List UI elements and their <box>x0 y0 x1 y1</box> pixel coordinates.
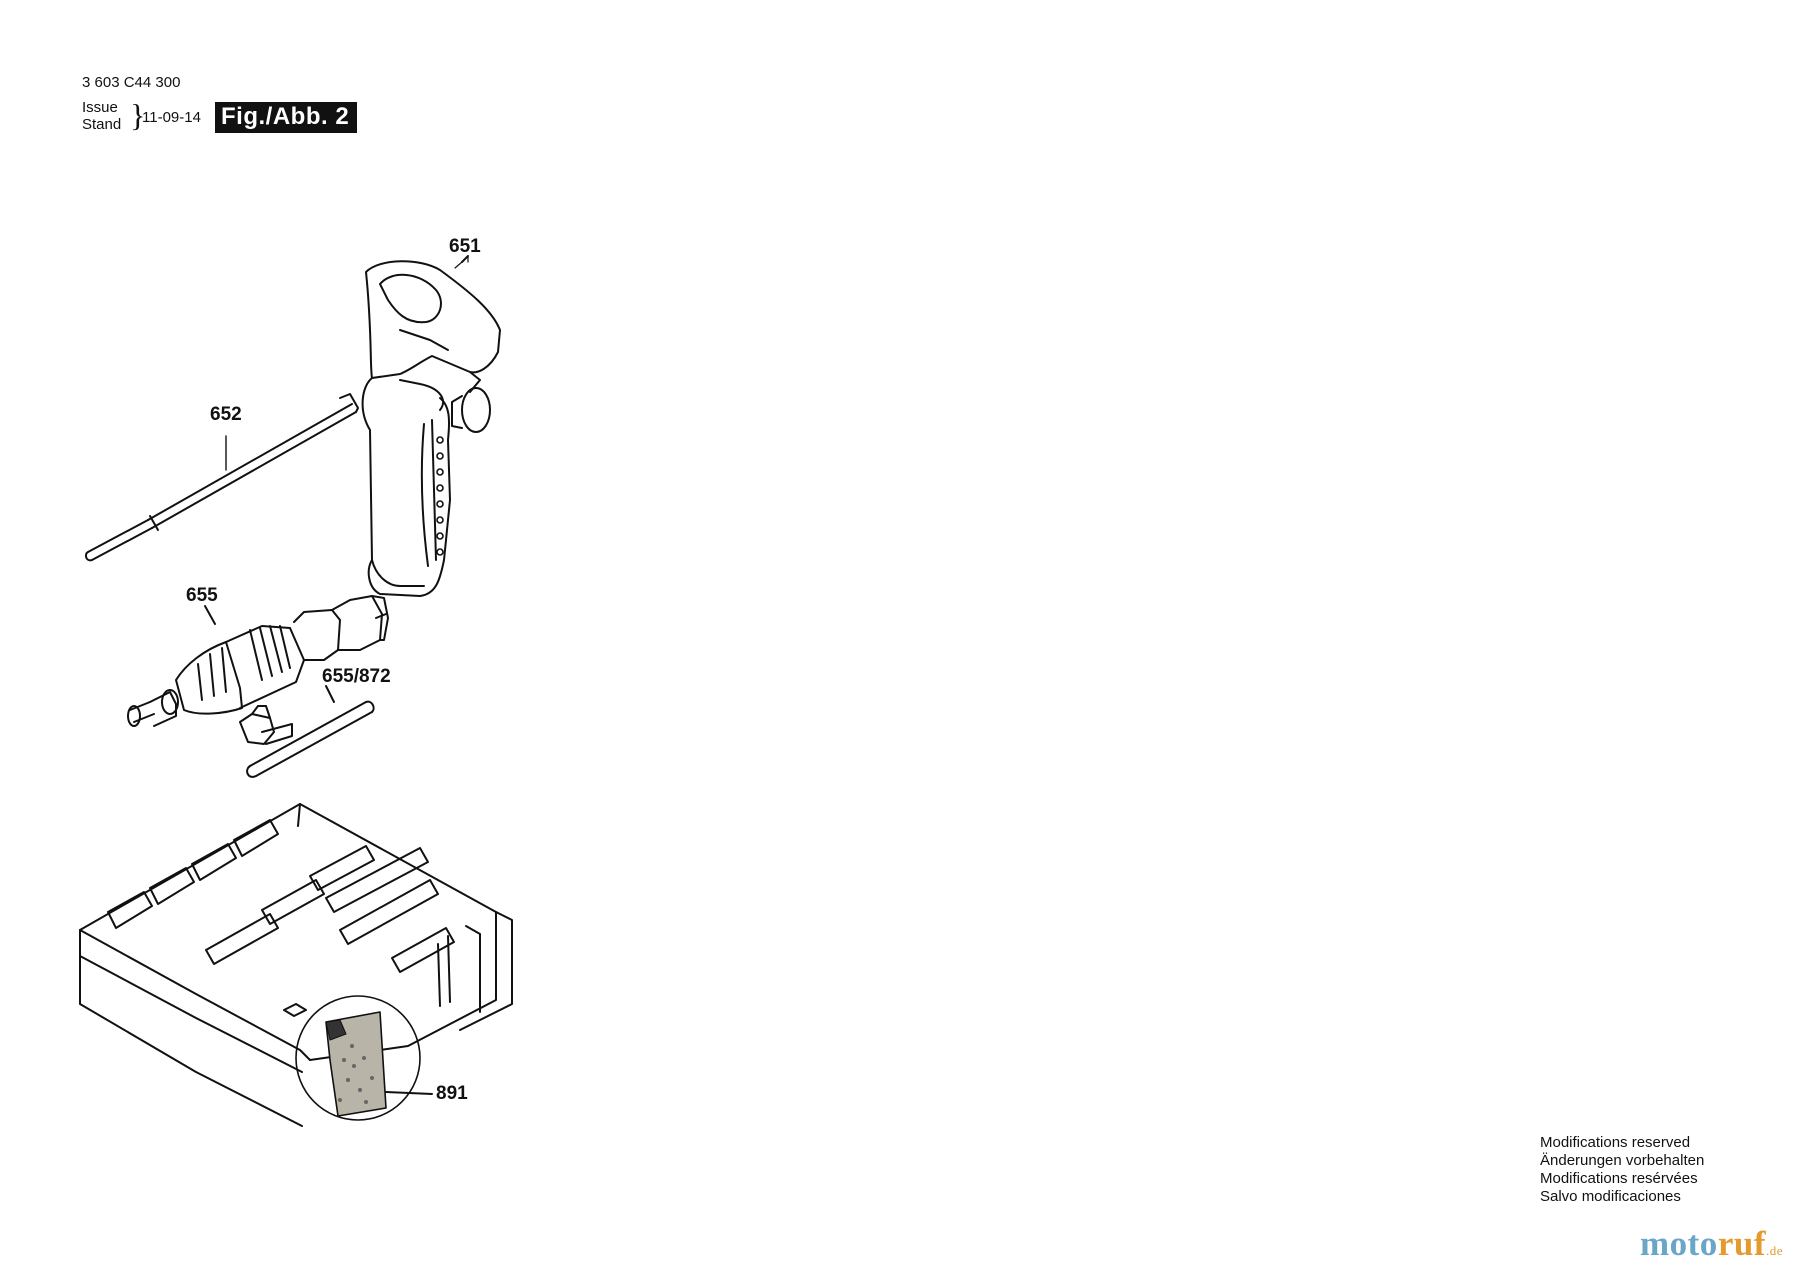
carrying-case-drawing <box>79 803 513 1127</box>
part-label-655-872: 655/872 <box>322 666 391 687</box>
watermark-part1: moto <box>1640 1224 1718 1263</box>
felt-dots <box>338 1044 374 1104</box>
watermark-logo: motoruf.de <box>1640 1224 1783 1264</box>
part-number: 3 603 C44 300 <box>82 74 181 91</box>
part-label-652: 652 <box>210 404 242 425</box>
grip-ribs <box>436 436 444 556</box>
part-label-655: 655 <box>186 585 218 606</box>
depth-rod-drawing <box>84 393 359 562</box>
brace: } <box>130 97 146 133</box>
modifications-line: Änderungen vorbehalten <box>1540 1152 1705 1169</box>
drill-chuck-drawing <box>127 595 389 727</box>
part-label-651: 651 <box>449 236 481 257</box>
modifications-notice: Modifications reserved Änderungen vorbeh… <box>1540 1134 1704 1206</box>
issue-label: Issue <box>82 99 118 116</box>
modifications-line: Modifications reserved <box>1540 1134 1691 1151</box>
watermark-suffix: .de <box>1765 1243 1783 1258</box>
figure-badge: Fig./Abb. 2 <box>215 102 358 133</box>
chuck-key-drawing <box>239 685 375 778</box>
watermark-part2: ruf <box>1717 1224 1766 1263</box>
part-label-891: 891 <box>436 1083 468 1104</box>
issue-date: 11-09-14 <box>142 109 201 126</box>
issue-stand-labels: Issue Stand <box>82 99 121 133</box>
stand-label: Stand <box>82 116 122 133</box>
auxiliary-handle-drawing <box>361 255 501 597</box>
modifications-line: Modifications resérvées <box>1540 1170 1698 1187</box>
modifications-line: Salvo modificaciones <box>1540 1188 1681 1205</box>
